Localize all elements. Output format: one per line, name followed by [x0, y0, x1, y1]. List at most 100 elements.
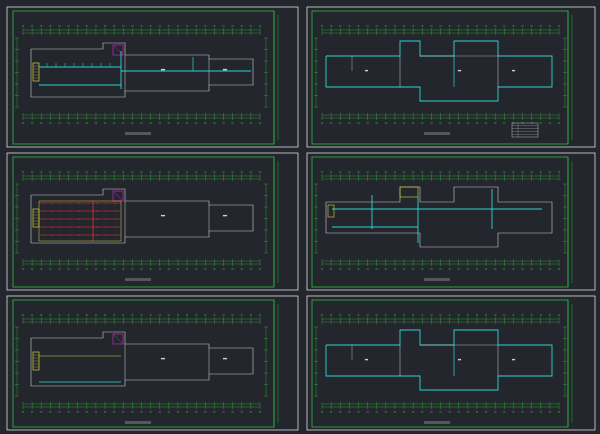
axis-bubble — [439, 410, 442, 414]
equipment-room — [399, 186, 419, 198]
axis-bubble — [375, 267, 378, 271]
axis-bubble — [412, 313, 415, 317]
axis-bubble — [149, 170, 152, 174]
axis-bubble — [339, 24, 342, 28]
axis-bubble — [521, 410, 524, 414]
axis-bubble — [494, 24, 497, 28]
sprinkler-head — [87, 202, 89, 204]
axis-bubble — [503, 267, 506, 271]
sprinkler-head — [114, 234, 116, 236]
axis-bubble — [448, 24, 451, 28]
axis-bubble — [412, 24, 415, 28]
axis-bubble — [466, 121, 469, 125]
room-tag — [364, 358, 369, 361]
axis-bubble — [58, 121, 61, 125]
axis-bubble — [402, 170, 406, 174]
sprinkler-head — [60, 202, 62, 204]
sprinkler-head — [42, 218, 44, 220]
axis-bubble — [67, 267, 70, 271]
axis-bubble — [530, 267, 533, 271]
axis-bubble — [421, 410, 424, 414]
axis-bubble — [348, 313, 351, 317]
sprinkler-head — [69, 202, 71, 204]
axis-bubble — [521, 170, 524, 174]
axis-bubble — [231, 121, 234, 125]
axis-bubble — [357, 24, 360, 28]
axis-bubble — [375, 121, 378, 125]
sprinkler-head — [42, 202, 44, 204]
sprinkler-head — [105, 226, 107, 228]
axis-bubble — [439, 267, 442, 271]
axis-bubble — [222, 267, 225, 271]
drawing-sheet-6 — [306, 295, 596, 431]
axis-bubble — [357, 313, 360, 317]
axis-bubble — [140, 24, 143, 28]
axis-bubble — [213, 313, 216, 317]
axis-bubble — [466, 267, 469, 271]
axis-bubble — [21, 267, 25, 271]
axis-bubble — [384, 170, 387, 174]
axis-bubble — [204, 410, 207, 414]
axis-bubble — [357, 267, 360, 271]
axis-bubble — [213, 267, 216, 271]
sprinkler-head — [60, 234, 62, 236]
axis-bubble — [494, 121, 497, 125]
axis-bubble — [466, 410, 469, 414]
sprinkler-head — [96, 226, 98, 228]
axis-bubble — [176, 24, 180, 28]
axis-bubble — [67, 313, 70, 317]
axis-bubble — [67, 121, 70, 125]
axis-bubble — [402, 24, 406, 28]
sprinkler-head — [78, 226, 80, 228]
axis-bubble — [195, 24, 198, 28]
axis-bubble — [539, 267, 542, 271]
axis-bubble — [375, 410, 378, 414]
axis-bubble — [94, 410, 97, 414]
axis-bubble — [195, 313, 198, 317]
axis-bubble — [186, 267, 189, 271]
axis-bubble — [457, 267, 460, 271]
axis-bubble — [512, 313, 515, 317]
stair-core-hatch — [112, 190, 124, 202]
sprinkler-head — [96, 234, 98, 236]
axis-bubble — [249, 313, 252, 317]
axis-bubble — [448, 313, 451, 317]
drawing-sheet-4 — [306, 152, 596, 291]
axis-bubble — [40, 410, 43, 414]
sprinkler-head — [51, 226, 53, 228]
axis-bubble — [320, 267, 324, 271]
axis-bubble — [339, 170, 342, 174]
axis-bubble — [466, 24, 469, 28]
axis-bubble — [548, 267, 551, 271]
axis-bubble — [548, 313, 551, 317]
axis-bubble — [494, 410, 497, 414]
axis-bubble — [530, 24, 533, 28]
axis-bubble — [186, 410, 189, 414]
axis-bubble — [366, 121, 369, 125]
axis-bubble — [475, 121, 479, 125]
building-outline — [30, 331, 254, 387]
axis-bubble — [149, 121, 152, 125]
sprinkler-head — [69, 226, 71, 228]
sprinkler-head — [87, 210, 89, 212]
axis-bubble — [512, 170, 515, 174]
axis-bubble — [548, 410, 551, 414]
stair-core-hatch — [112, 333, 124, 345]
axis-bubble — [430, 267, 433, 271]
drawing-sheet-2 — [306, 6, 596, 148]
axis-bubble — [530, 170, 533, 174]
sprinkler-head — [78, 202, 80, 204]
axis-bubble — [430, 121, 433, 125]
axis-bubble — [21, 170, 25, 174]
axis-bubble — [466, 313, 469, 317]
axis-bubble — [448, 267, 451, 271]
axis-bubble — [103, 170, 107, 174]
axis-bubble — [494, 267, 497, 271]
sprinkler-head — [51, 218, 53, 220]
axis-bubble — [384, 121, 387, 125]
axis-bubble — [85, 170, 88, 174]
axis-bubble — [557, 313, 561, 317]
axis-bubble — [539, 313, 542, 317]
axis-bubble — [512, 267, 515, 271]
axis-bubble — [131, 24, 134, 28]
